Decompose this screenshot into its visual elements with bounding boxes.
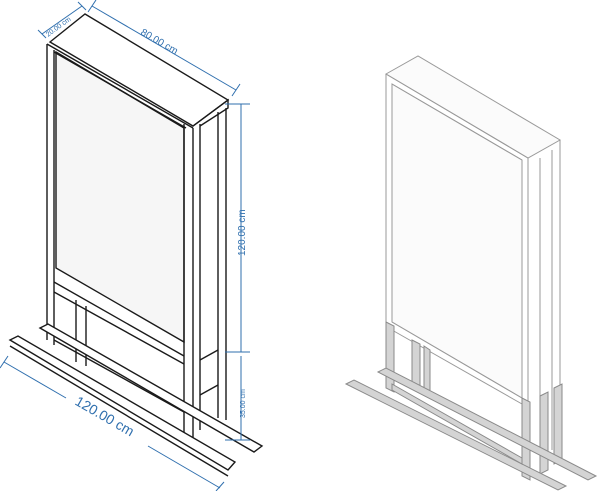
dim-leg-label: 35.00 cm [240,389,247,418]
ghost-leg-right-front [521,397,531,481]
dim-width-line [91,5,237,91]
ghost-leg-rear [553,383,563,465]
frame-base-beam-rear [38,323,264,453]
ghost-leg-left [385,321,395,393]
dim-base-tick-a [0,355,9,369]
dim-base-line-a [3,361,67,399]
dim-depth-tick-a [37,29,47,39]
frame-base-beam-edge [9,345,229,477]
frame-drawing-right [344,55,598,491]
frame-lower-rail-b [53,339,185,413]
dim-height-label: 120.00 cm [237,209,248,256]
dimensions-group [0,0,250,491]
frame-top-front-edge-inner [53,51,187,129]
ghost-rail [391,383,523,465]
ghost-leg-right-side [539,391,549,475]
frame-base-beam [8,335,237,471]
dim-depth-tick-b [77,1,87,11]
frame-rear-rail-2 [199,384,219,396]
ghost-base-beam-front [344,379,568,491]
dim-base-tick-b [215,481,225,491]
dim-width-tick-b [231,83,241,97]
ghost-top-edge-inner [391,83,523,161]
ghost-crossbar-a [391,321,523,399]
frame-crossbar-top [53,281,185,357]
ghost-top-edge [385,73,529,159]
dim-base-line-b [147,445,221,489]
dim-depth-line [41,5,83,35]
dim-width-tick-a [87,0,97,13]
frame-rear-rail [199,349,219,361]
ghost-base-beam-rear [376,367,598,481]
frame-top-front-edge [46,43,194,129]
frame-drawing-left [8,13,264,477]
